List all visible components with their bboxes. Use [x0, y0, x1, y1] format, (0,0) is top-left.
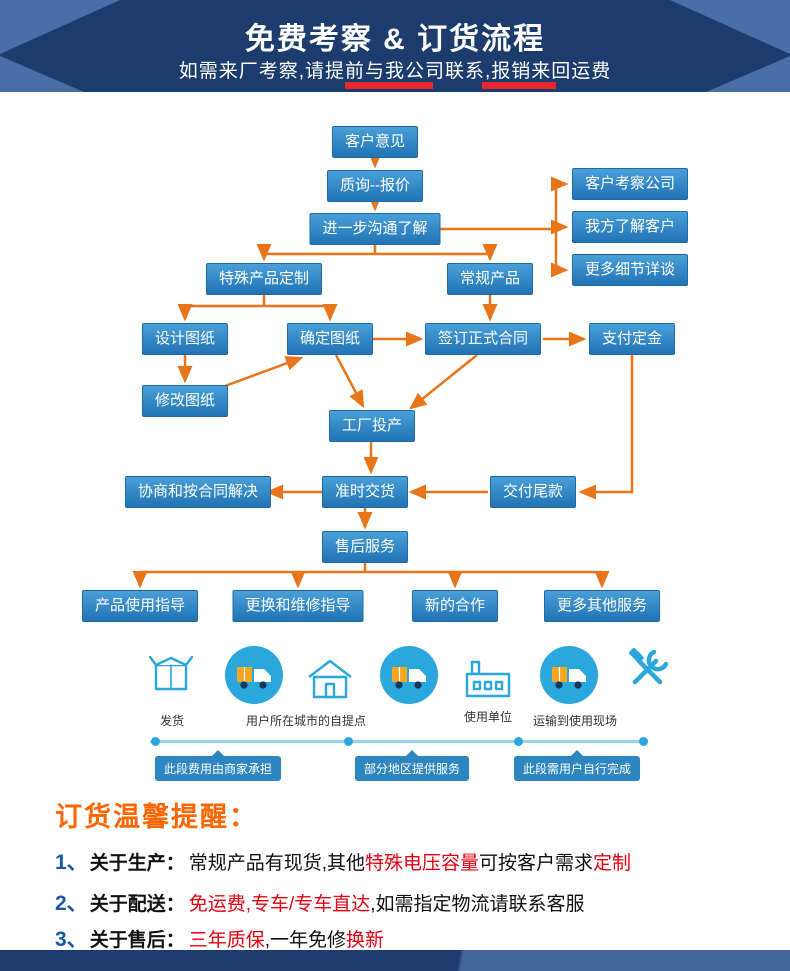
flow-node-customer-feedback: 客户意见: [331, 126, 419, 158]
item-text-highlight: 特殊电压容量: [364, 853, 479, 874]
item-text: 常规产品有现货,其他: [188, 853, 365, 874]
reminder-item-delivery: 2、关于配送：免运费,专车/专车直达,如需指定物流请联系客服: [55, 887, 585, 917]
package-icon: [148, 655, 194, 691]
item-text-highlight: 定制: [593, 853, 632, 874]
station-label-using-unit: 使用单位: [463, 710, 513, 724]
item-text: 可按客户需求: [479, 853, 594, 874]
flow-node-sign-contract: 签订正式合同: [424, 323, 542, 355]
flow-node-further-communication: 进一步沟通了解: [309, 213, 441, 245]
flow-node-standard-product: 常规产品: [446, 263, 534, 295]
flow-node-confirm-drawing: 确定图纸: [286, 323, 374, 355]
flow-node-on-time-delivery: 准时交货: [321, 476, 409, 508]
flow-node-repair-guidance: 更换和维修指导: [232, 590, 364, 622]
item-text: ,一年免修: [264, 930, 346, 951]
header-banner: 免费考察 & 订货流程 如需来厂考察,请提前与我公司联系,报销来回运费: [0, 0, 790, 92]
flow-node-new-cooperation: 新的合作: [411, 590, 499, 622]
reminder-item-after-sales: 3、关于售后：三年质保,一年免修换新: [55, 923, 384, 953]
delivery-truck-icon: [225, 646, 283, 704]
flow-node-modify-drawing: 修改图纸: [141, 385, 229, 417]
item-label: 关于配送：: [89, 894, 185, 915]
reminder-title: 订货温馨提醒：: [55, 802, 258, 832]
item-number: 2、: [55, 892, 88, 915]
segment-tag-merchant-covers-cost: 此段费用由商家承担: [154, 750, 282, 781]
timeline-dot: [151, 737, 160, 746]
house-icon: [308, 659, 352, 699]
item-text: ,如需指定物流请联系客服: [370, 894, 585, 915]
flow-node-pay-deposit: 支付定金: [588, 323, 676, 355]
page-subtitle: 如需来厂考察,请提前与我公司联系,报销来回运费: [178, 61, 612, 82]
timeline-dot: [639, 737, 648, 746]
item-text-highlight: 免运费,专车/专车直达: [188, 894, 371, 915]
tools-icon: [629, 648, 669, 685]
flow-node-more-services: 更多其他服务: [543, 590, 661, 622]
flow-node-usage-guidance: 产品使用指导: [81, 590, 199, 622]
footer-bar: [0, 950, 790, 971]
flow-node-negotiate-per-contract: 协商和按合同解决: [124, 476, 272, 508]
timeline-dot: [514, 737, 523, 746]
delivery-truck-icon: [380, 646, 438, 704]
item-label: 关于售后：: [89, 930, 185, 951]
item-text-highlight: 换新: [346, 930, 385, 951]
item-label: 关于生产：: [89, 853, 185, 874]
page-title: 免费考察 & 订货流程: [244, 23, 546, 56]
item-text-highlight: 三年质保: [188, 930, 265, 951]
red-underline: [482, 82, 556, 89]
red-underline: [345, 82, 433, 89]
segment-tag-some-areas-service: 部分地区提供服务: [354, 750, 470, 781]
flow-node-after-sales-service: 售后服务: [321, 531, 409, 563]
flow-node-discuss-details: 更多细节详谈: [571, 254, 689, 286]
flow-node-design-drawing: 设计图纸: [141, 323, 229, 355]
station-label-transport-to-site: 运输到使用现场: [532, 714, 618, 728]
timeline-dot: [344, 737, 353, 746]
station-label-pickup-point: 用户所在城市的自提点: [245, 714, 367, 728]
reminder-item-production: 1、关于生产：常规产品有现货,其他特殊电压容量可按客户需求定制: [55, 846, 631, 876]
item-number: 3、: [55, 928, 88, 951]
segment-tag-user-completes: 此段需用户自行完成: [513, 750, 641, 781]
item-number: 1、: [55, 851, 88, 874]
flow-node-inquiry-quote: 质询--报价: [327, 170, 423, 202]
flow-node-custom-product: 特殊产品定制: [205, 263, 323, 295]
station-label-shipping: 发货: [159, 714, 185, 728]
factory-icon: [465, 660, 511, 698]
flow-node-client-visits-company: 客户考察公司: [571, 168, 689, 200]
flow-node-factory-production: 工厂投产: [328, 410, 416, 442]
flow-node-pay-balance: 交付尾款: [489, 476, 577, 508]
timeline-line: [150, 740, 648, 743]
delivery-truck-icon: [540, 646, 598, 704]
flow-node-understand-client: 我方了解客户: [571, 211, 689, 243]
